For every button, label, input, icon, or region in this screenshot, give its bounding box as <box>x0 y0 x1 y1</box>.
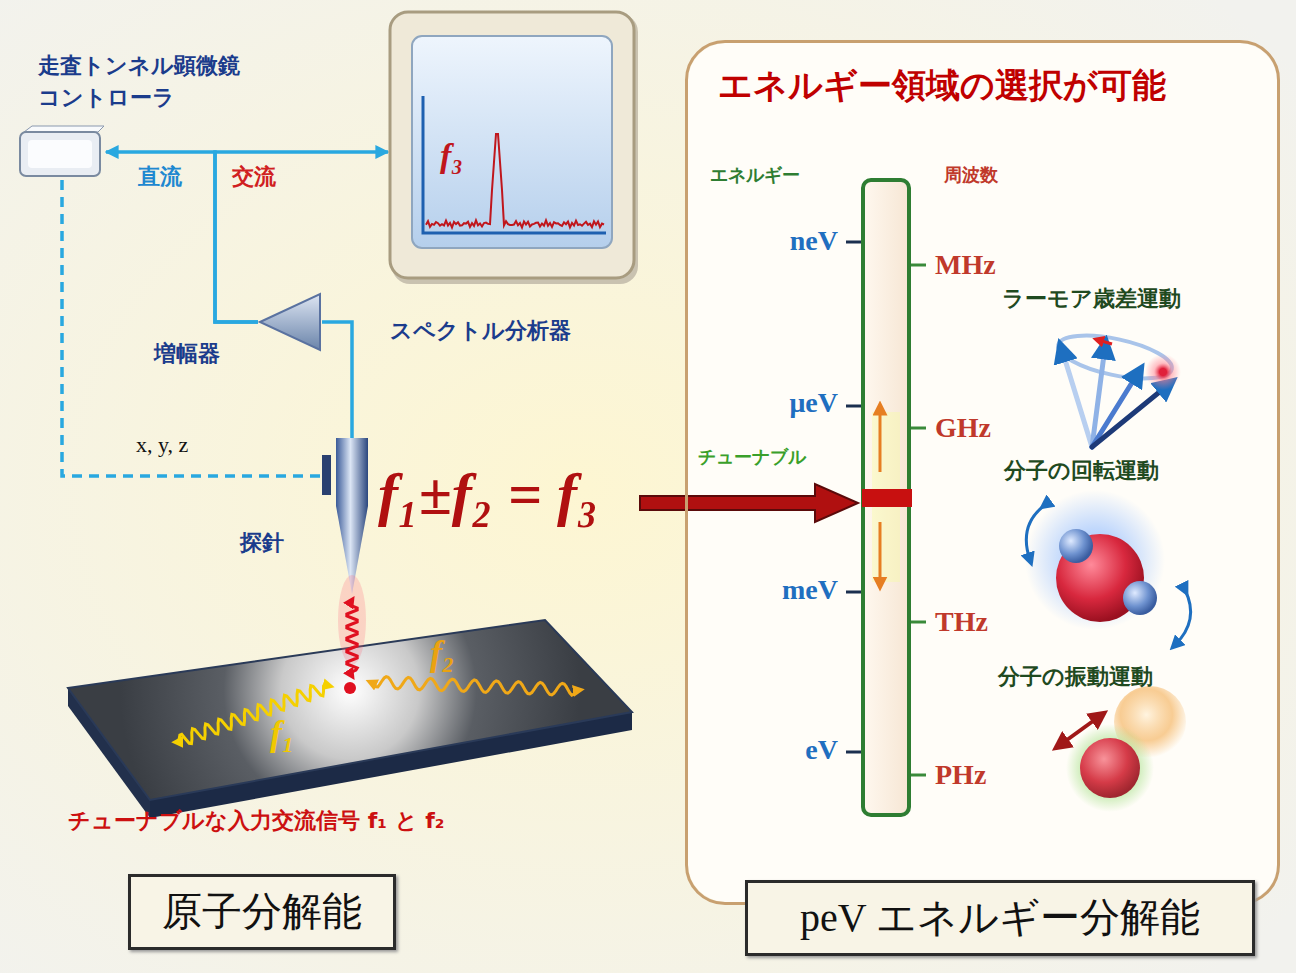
signal-line <box>215 152 388 322</box>
edge-label: 直流 <box>138 164 182 190</box>
motion-label: 分子の振動運動 <box>998 664 1153 690</box>
scan-control-line <box>62 180 322 476</box>
spectrum-analyzer-shape <box>388 10 638 285</box>
result-text: peV エネルギー分解能 <box>800 894 1200 942</box>
tunable-label: チューナブル <box>698 446 806 468</box>
amplifier-symbol-shape <box>258 293 322 351</box>
energy-tick: μeV <box>758 386 838 420</box>
panel-title: エネルギー領域の選択が可能 <box>718 65 1166 106</box>
frequency-tick: GHz <box>935 411 991 445</box>
result-box: peV エネルギー分解能 <box>745 880 1255 956</box>
frequency-tick: THz <box>935 605 988 639</box>
edge-label: x, y, z <box>136 432 188 458</box>
frequency-symbol: f₃ <box>440 136 463 177</box>
energy-tick: eV <box>758 733 838 767</box>
motion-label: ラーモア歳差運動 <box>1002 286 1181 312</box>
frequency-symbol: f₁ <box>270 712 295 755</box>
sample-caption: チューナブルな入力交流信号 f₁ と f₂ <box>68 808 444 834</box>
formula: f₁±f₂ = f₃ <box>378 458 598 530</box>
analyzer-label: スペクトル分析器 <box>390 318 571 344</box>
controller-box: 走査トンネル顕微鏡 コントローラ <box>18 128 106 180</box>
sample-surface-shape <box>60 612 640 817</box>
spectrum-analyzer: f₃スペクトル分析器 <box>388 10 638 285</box>
edge-label: 交流 <box>232 164 276 190</box>
controller-label: 走査トンネル顕微鏡 コントローラ <box>38 50 268 114</box>
energy-tick: neV <box>758 224 838 258</box>
frequency-symbol: f₂ <box>430 632 455 675</box>
frequency-tick: MHz <box>935 248 996 282</box>
signal-line <box>322 322 352 438</box>
probe-tip-shape <box>322 438 370 594</box>
motion-label: 分子の回転運動 <box>1004 458 1159 484</box>
probe-label: 探針 <box>240 530 284 556</box>
result-text: 原子分解能 <box>162 888 362 936</box>
amplifier-label: 増幅器 <box>154 341 220 367</box>
sample-surface: f₁f₂チューナブルな入力交流信号 f₁ と f₂ <box>60 612 640 817</box>
axis-heading: エネルギー <box>710 164 800 186</box>
probe-tip: 探針 <box>322 438 370 594</box>
controller-box-shape <box>18 128 106 180</box>
axis-heading: 周波数 <box>944 164 998 186</box>
frequency-tick: PHz <box>935 758 986 792</box>
amplifier-symbol: 増幅器 <box>258 293 322 351</box>
result-box: 原子分解能 <box>128 874 396 950</box>
energy-tick: meV <box>758 573 838 607</box>
